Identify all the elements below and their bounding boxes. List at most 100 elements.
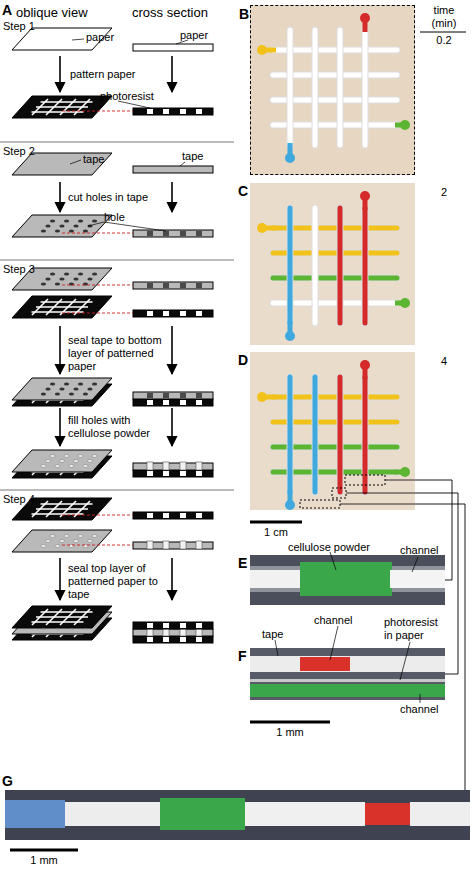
panel-letter: E — [238, 555, 247, 571]
paper-channel — [338, 377, 343, 492]
tape-hole — [78, 220, 83, 223]
panel-b: B — [250, 5, 415, 175]
micrograph — [250, 555, 445, 605]
channel-gap — [180, 513, 186, 518]
tape-hole — [87, 540, 92, 543]
time-axis-rule — [420, 32, 466, 33]
process-arrow — [171, 326, 173, 374]
part-label: tape — [182, 150, 222, 163]
micrograph — [5, 790, 470, 840]
time-value: 4 — [422, 355, 466, 368]
column-header: cross section — [132, 5, 232, 20]
channel-border — [362, 30, 369, 145]
leader-line — [330, 552, 336, 570]
panel-letter: D — [238, 352, 248, 368]
paper-channel — [363, 30, 368, 145]
tape-hole — [64, 383, 69, 386]
tape-hole — [92, 273, 97, 276]
scale-label: 1 mm — [24, 854, 64, 867]
process-arrow — [59, 182, 61, 212]
pattern-cross-section — [133, 636, 213, 643]
white-channel — [245, 802, 365, 826]
tape-hole — [45, 225, 50, 228]
pattern-sheet — [12, 296, 112, 318]
holes-cross-section — [133, 282, 213, 289]
tape-cross-section — [133, 166, 213, 173]
white-channel — [410, 802, 470, 826]
process-arrow — [59, 56, 61, 92]
step-label: Step 1 — [3, 20, 53, 33]
channel-gap — [163, 513, 169, 518]
tape-hole — [163, 283, 169, 288]
leader-line — [400, 642, 410, 680]
tape-hole — [78, 383, 83, 386]
pattern-cross-section — [133, 622, 213, 629]
filled-cross-section — [133, 629, 213, 636]
channel-border — [337, 208, 344, 323]
panel-letter: G — [2, 773, 13, 789]
channel-pattern — [46, 501, 62, 517]
paper-channel — [288, 377, 293, 492]
tape-hole — [87, 460, 92, 463]
channel-pattern — [46, 609, 62, 625]
channel-gap — [147, 311, 153, 316]
tape-hole — [50, 455, 55, 458]
tape-hole — [73, 460, 78, 463]
leader-line — [412, 557, 418, 572]
pattern-cross-section — [133, 512, 213, 519]
panel-letter: A — [2, 2, 12, 18]
zoom-leader — [346, 493, 415, 494]
tape-hole — [55, 230, 60, 233]
holes-sheet — [12, 378, 112, 400]
channel-border — [287, 377, 294, 492]
tape-hole — [64, 220, 69, 223]
tape-hole — [73, 540, 78, 543]
process-arrow — [59, 408, 61, 446]
leader-line — [70, 160, 81, 164]
tape-hole — [83, 465, 88, 468]
channel-gap — [147, 637, 153, 642]
tape-hole — [59, 225, 64, 228]
pattern-cross-section — [133, 310, 213, 317]
tape-hole — [69, 393, 74, 396]
tape-hole — [59, 540, 64, 543]
tape-hole — [92, 383, 97, 386]
process-arrow — [171, 56, 173, 92]
cellulose-fill — [163, 541, 169, 549]
process-arrow — [59, 326, 61, 374]
part-label: photoresist — [100, 90, 170, 103]
tape-hole — [83, 393, 88, 396]
scale-bar — [250, 521, 302, 524]
filled-sheet — [12, 450, 112, 472]
channel-pattern — [36, 508, 88, 510]
tape-hole — [73, 388, 78, 391]
tape-hole — [180, 393, 186, 398]
tape-hole — [41, 545, 46, 548]
leader-line — [72, 39, 84, 40]
channel-pattern — [74, 99, 90, 115]
scale-label: 1 cm — [256, 526, 296, 539]
column-header: oblique view — [16, 5, 116, 20]
alignment-line — [62, 285, 133, 286]
paper-channel — [313, 30, 318, 145]
pattern-sheet — [12, 96, 112, 118]
tape-hole — [59, 460, 64, 463]
tape-hole — [196, 283, 202, 288]
tape-hole — [45, 540, 50, 543]
zoom-connector — [415, 504, 465, 790]
dye-inlet — [285, 153, 295, 163]
channel-pattern — [36, 306, 88, 308]
part-label: channel — [400, 544, 445, 557]
channel-gap — [163, 109, 169, 114]
channel-gap — [147, 623, 153, 628]
tape-hole — [55, 465, 60, 468]
channel-gap — [196, 311, 202, 316]
tape-hole — [41, 393, 46, 396]
paper-channel — [313, 208, 318, 323]
tape-hole — [87, 388, 92, 391]
cellulose-fill — [196, 541, 202, 549]
channel-pattern — [41, 611, 93, 613]
device-photo — [250, 5, 415, 175]
tape-hole — [180, 283, 186, 288]
